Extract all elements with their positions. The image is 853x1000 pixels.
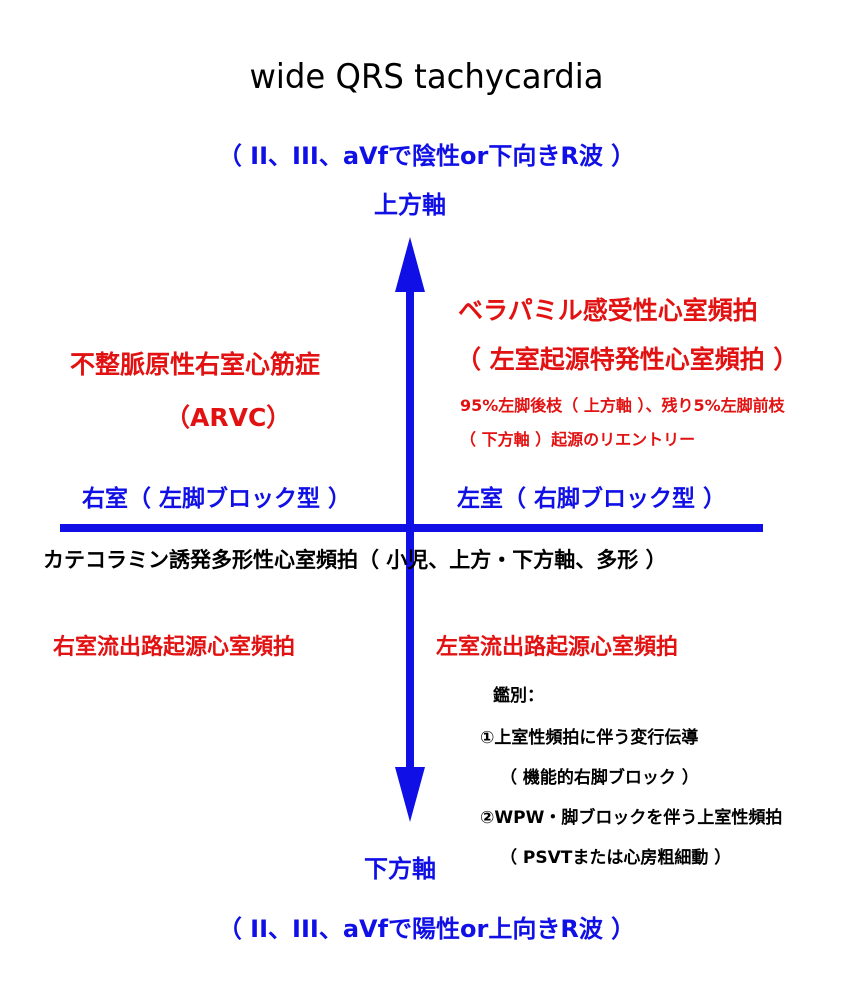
fascicle-note-line1: 95%左脚後枝（ 上方軸 ）、残り5%左脚前枝 (460, 396, 785, 415)
left-ventricle-axis-label: 左室（ 右脚ブロック型 ） (457, 486, 727, 512)
differential-item-2: ②WPW・脚ブロックを伴う上室性頻拍 (480, 808, 783, 828)
lower-axis-label: 下方軸 (364, 855, 436, 883)
arvc-label: 不整脈原性右室心筋症 (70, 350, 321, 379)
upper-axis-label: 上方軸 (374, 191, 446, 219)
differential-item-2-detail: （ PSVTまたは心房粗細動 ） (500, 848, 732, 868)
idiopathic-lv-vt-label: （ 左室起源特発性心室頻拍 ） (456, 345, 799, 374)
rvot-vt-label: 右室流出路起源心室頻拍 (53, 635, 296, 660)
differential-title: 鑑別： (493, 686, 544, 706)
verapamil-vt-label: ベラパミル感受性心室頻拍 (458, 296, 758, 325)
down-arrow-head (395, 767, 425, 822)
lower-axis-criteria: （ II、III、aVfで陽性or上向きR波 ） (217, 915, 636, 943)
differential-item-1-detail: （ 機能的右脚ブロック ） (500, 768, 699, 788)
right-ventricle-axis-label: 右室（ 左脚ブロック型 ） (82, 486, 352, 512)
cpvt-label: カテコラミン誘発多形性心室頻拍（ 小児、上方・下方軸、多形 ） (43, 548, 667, 572)
arvc-abbreviation: （ARVC） (165, 403, 292, 432)
fascicle-note-line2: （ 下方軸 ）起源のリエントリー (460, 430, 696, 449)
lvot-vt-label: 左室流出路起源心室頻拍 (436, 635, 679, 660)
diagram-title: wide QRS tachycardia (249, 57, 604, 97)
up-arrow-head (395, 237, 425, 292)
differential-item-1: ①上室性頻拍に伴う変行伝導 (480, 728, 699, 748)
upper-axis-criteria: （ II、III、aVfで陰性or下向きR波 ） (217, 142, 636, 170)
